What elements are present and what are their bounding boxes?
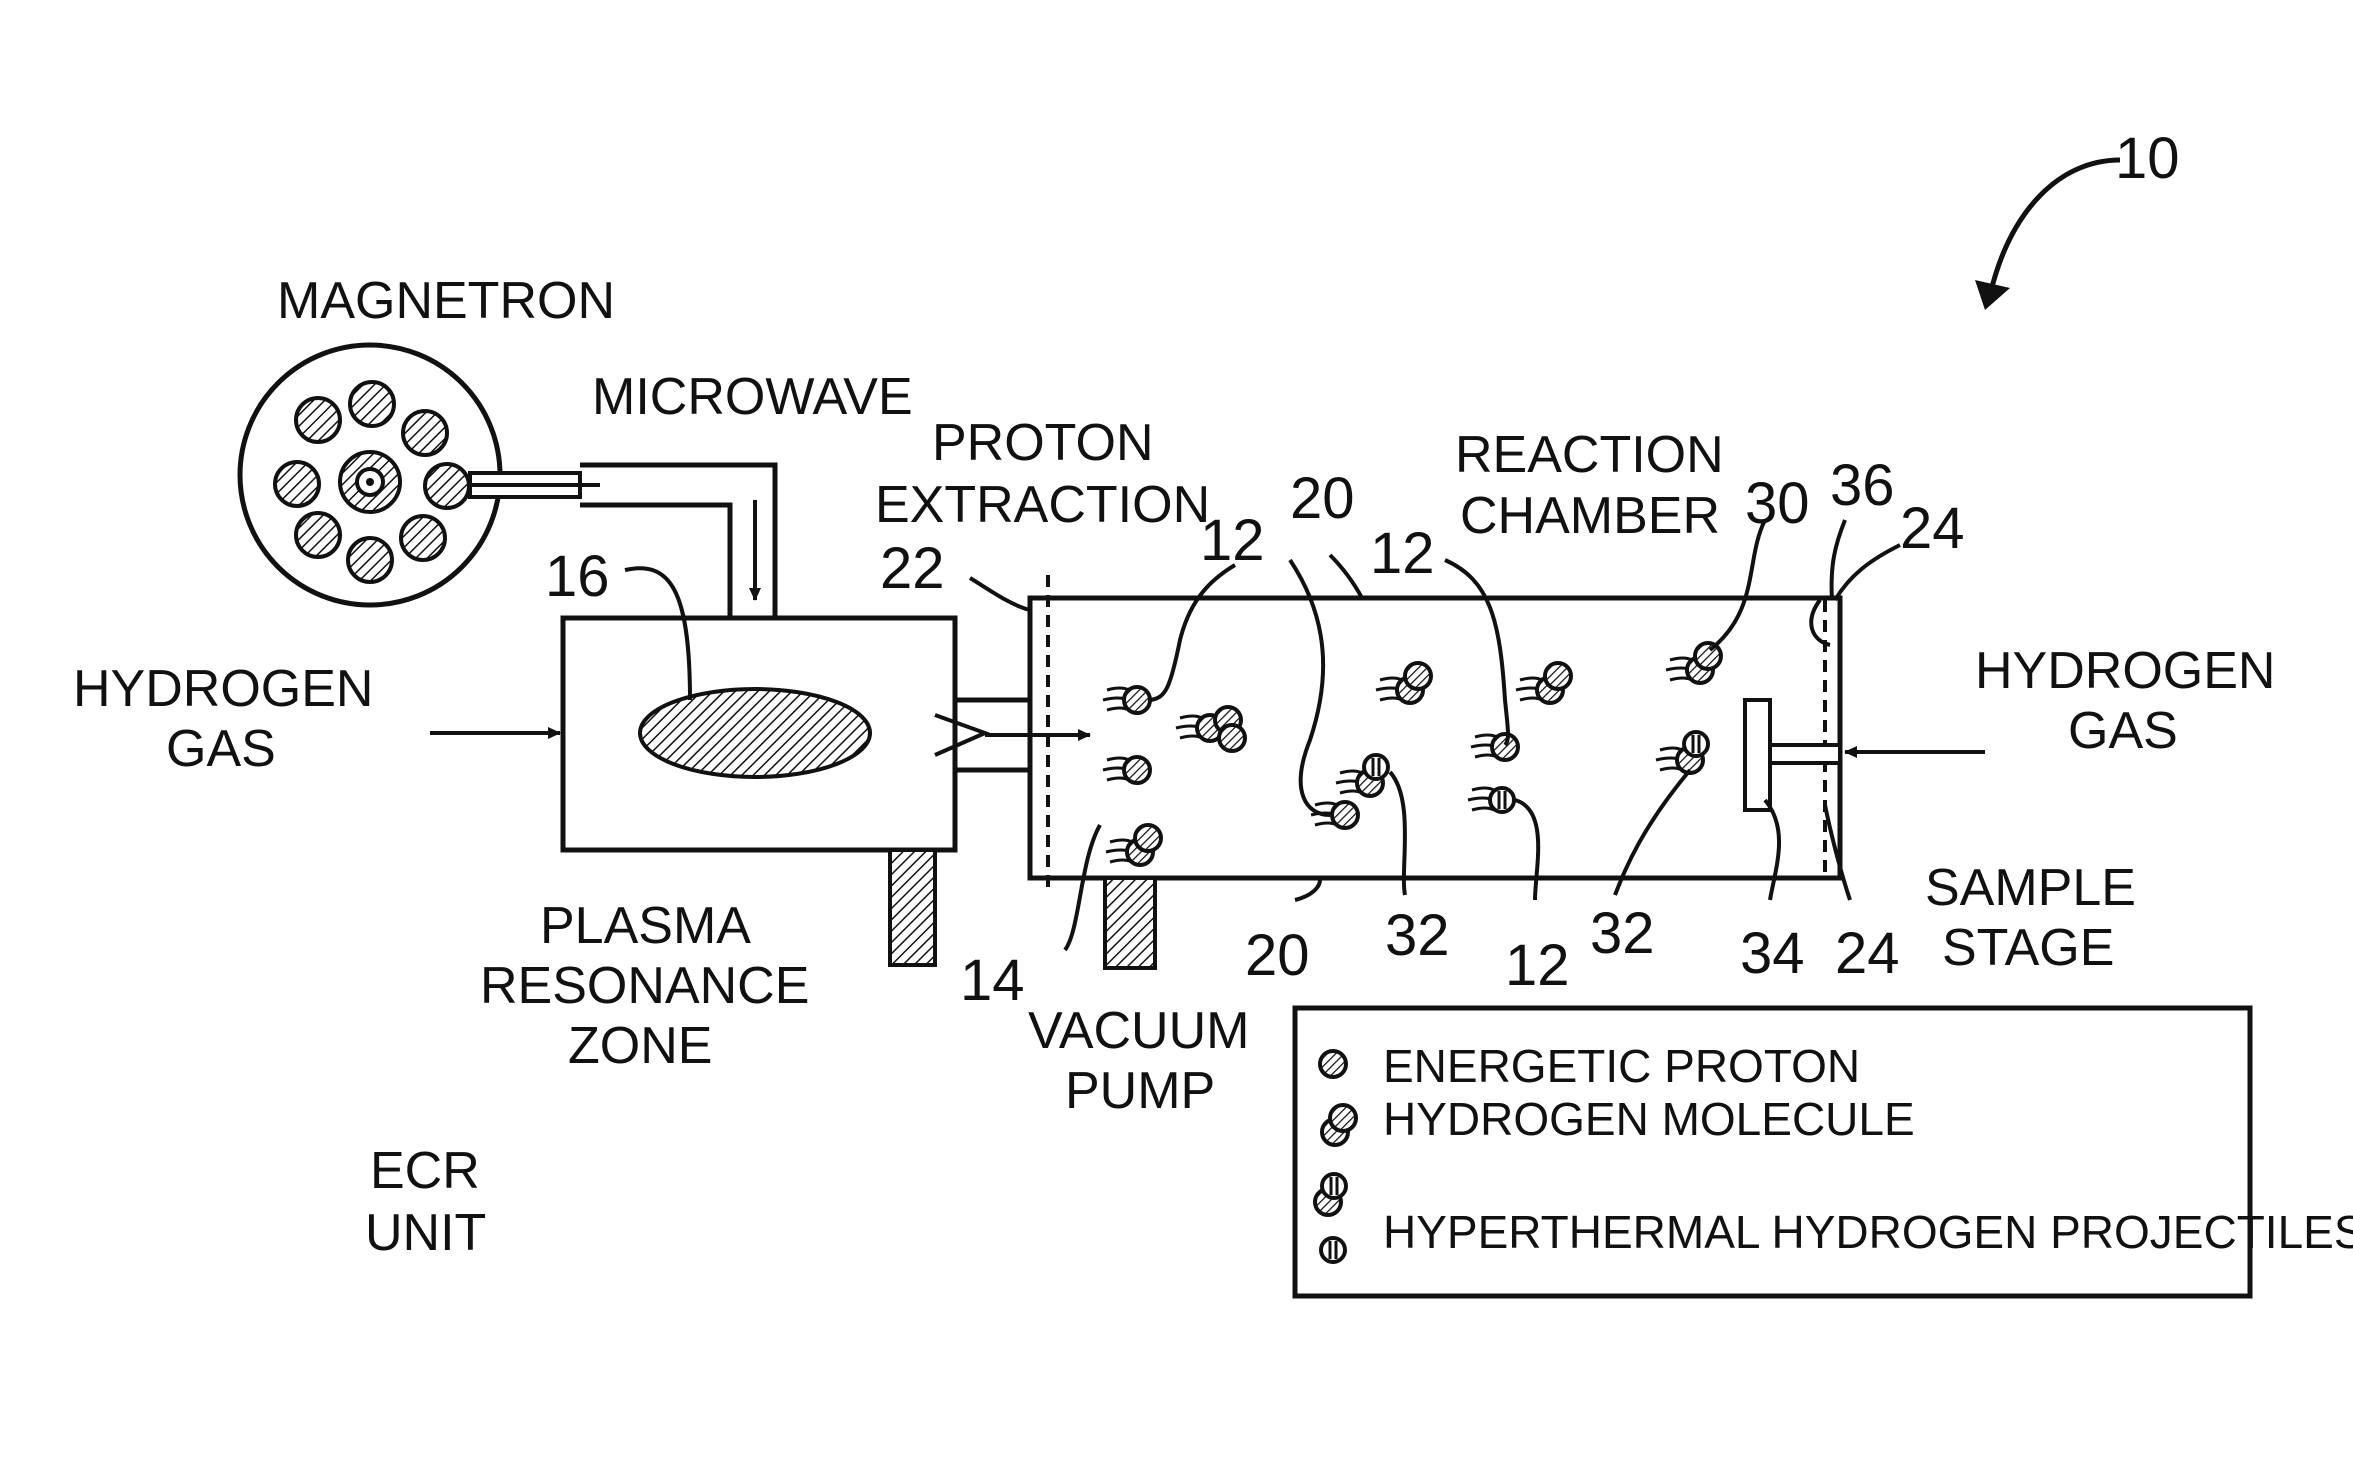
extraction-nozzle — [935, 700, 1090, 770]
numeral-16: 16 — [545, 544, 610, 609]
legend-hydrogen-molecule: HYDROGEN MOLECULE — [1383, 1093, 1915, 1145]
numeral-20-bottom: 20 — [1245, 923, 1310, 988]
numeral-34: 34 — [1740, 921, 1805, 986]
plasma-resonance-zone-line1: PLASMA — [540, 897, 751, 955]
numeral-30: 30 — [1745, 471, 1810, 536]
hydrogen-gas-right-line1: HYDROGEN — [1975, 642, 2275, 700]
leader-16 — [625, 568, 690, 700]
sample-stage-line1: SAMPLE — [1925, 859, 2136, 917]
microwave-label: MICROWAVE — [592, 368, 913, 426]
numeral-22: 22 — [880, 536, 945, 601]
sample-stage-line2: STAGE — [1942, 919, 2114, 977]
reaction-chamber-line2: CHAMBER — [1460, 487, 1720, 545]
hydrogen-gas-left-line2: GAS — [166, 720, 276, 778]
proton-extraction-line2: EXTRACTION — [875, 476, 1210, 534]
numeral-36: 36 — [1830, 453, 1895, 518]
numeral-12-c: 12 — [1505, 933, 1570, 998]
numeral-24-bottom: 24 — [1835, 921, 1900, 986]
numeral-14: 14 — [960, 948, 1025, 1013]
ecr-unit-line2: UNIT — [365, 1204, 486, 1262]
hydrogen-gas-left-line1: HYDROGEN — [73, 660, 373, 718]
vacuum-pump-right — [1105, 878, 1155, 968]
legend-hyperthermal: HYPERTHERMAL HYDROGEN PROJECTILES — [1383, 1206, 2353, 1258]
plasma-resonance-zone — [640, 689, 870, 777]
numeral-32-a: 32 — [1385, 903, 1450, 968]
figure-number: 10 — [2115, 126, 2180, 191]
proton-extraction-line1: PROTON — [932, 414, 1154, 472]
ecr-unit-line1: ECR — [370, 1142, 480, 1200]
particles — [1103, 643, 1721, 865]
numeral-32-b: 32 — [1590, 901, 1655, 966]
plasma-resonance-zone-line3: ZONE — [568, 1017, 712, 1075]
vacuum-pump-line1: VACUUM — [1028, 1002, 1249, 1060]
plasma-resonance-zone-line2: RESONANCE — [480, 957, 809, 1015]
figure-arrowhead — [1975, 280, 2010, 310]
hydrogen-gas-right-line2: GAS — [2068, 702, 2178, 760]
vacuum-pump-left — [890, 850, 935, 965]
numeral-24-top: 24 — [1900, 496, 1965, 561]
magnetron-label: MAGNETRON — [277, 272, 615, 330]
numeral-12-b: 12 — [1370, 521, 1435, 586]
numeral-20-top: 20 — [1290, 466, 1355, 531]
vacuum-pump-line2: PUMP — [1065, 1062, 1215, 1120]
reaction-chamber-line1: REACTION — [1455, 426, 1724, 484]
legend-energetic-proton: ENERGETIC PROTON — [1383, 1040, 1860, 1092]
figure-pointer-arrow — [1990, 160, 2120, 295]
